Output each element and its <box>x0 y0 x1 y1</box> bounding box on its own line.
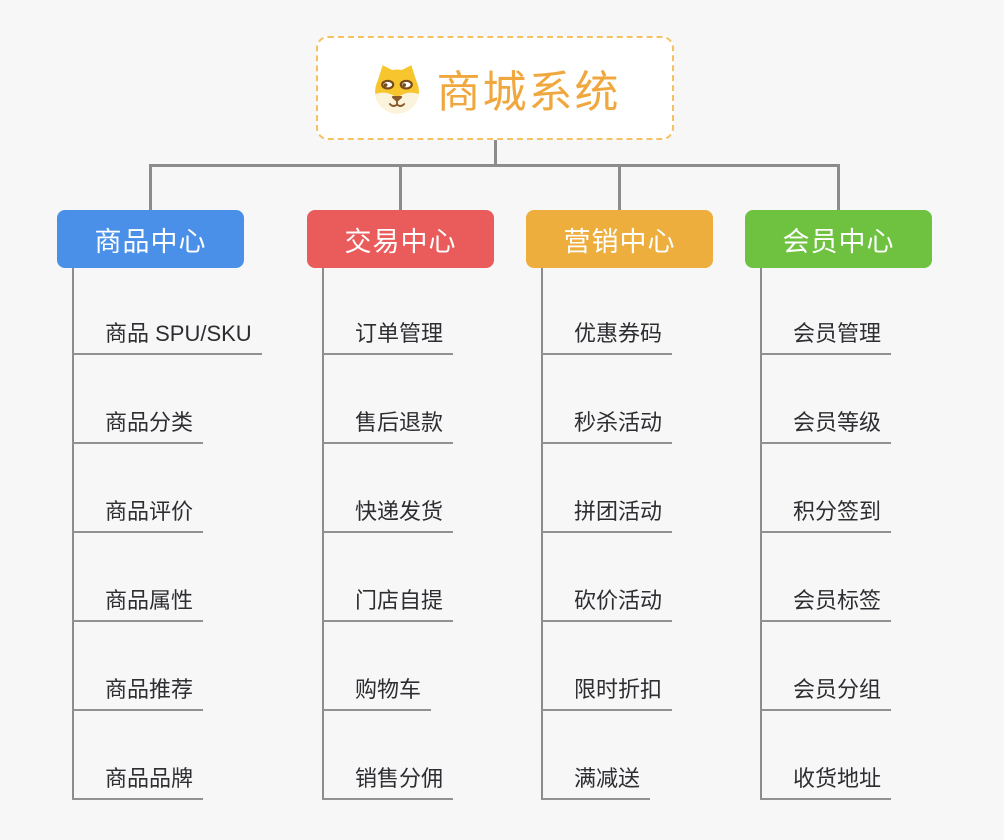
leaf-node-3-3[interactable]: 拼团活动 <box>541 498 673 533</box>
leaf-node-2-5[interactable]: 购物车 <box>322 676 432 711</box>
leaf-node-2-4[interactable]: 门店自提 <box>322 587 454 622</box>
leaf-node-4-4[interactable]: 会员标签 <box>760 587 892 622</box>
leaf-node-2-3[interactable]: 快递发货 <box>322 498 454 533</box>
leaf-node-3-2[interactable]: 秒杀活动 <box>541 409 673 444</box>
root-node[interactable]: 商城系统 <box>316 36 674 140</box>
leaf-node-3-4[interactable]: 砍价活动 <box>541 587 673 622</box>
leaf-node-3-1[interactable]: 优惠券码 <box>541 320 673 355</box>
leaf-node-3-5[interactable]: 限时折扣 <box>541 676 673 711</box>
dog-face-icon <box>374 65 419 114</box>
connector-horizontal-bus <box>149 164 840 167</box>
leaf-node-1-6[interactable]: 商品品牌 <box>72 765 204 800</box>
branch-node-4[interactable]: 会员中心 <box>745 210 932 268</box>
leaf-node-2-1[interactable]: 订单管理 <box>322 320 454 355</box>
leaf-node-4-1[interactable]: 会员管理 <box>760 320 892 355</box>
leaf-node-1-1[interactable]: 商品 SPU/SKU <box>72 320 262 355</box>
connector-trunk-1 <box>72 268 74 800</box>
branch-node-2[interactable]: 交易中心 <box>307 210 494 268</box>
connector-trunk-4 <box>760 268 762 800</box>
root-label: 商城系统 <box>436 68 621 117</box>
branch-node-1[interactable]: 商品中心 <box>57 210 244 268</box>
leaf-node-3-6[interactable]: 满减送 <box>541 765 651 800</box>
connector-trunk-3 <box>541 268 543 800</box>
leaf-node-4-5[interactable]: 会员分组 <box>760 676 892 711</box>
leaf-node-4-2[interactable]: 会员等级 <box>760 409 892 444</box>
leaf-node-2-6[interactable]: 销售分佣 <box>322 765 454 800</box>
connector-trunk-2 <box>322 268 324 800</box>
leaf-node-1-3[interactable]: 商品评价 <box>72 498 204 533</box>
leaf-node-1-2[interactable]: 商品分类 <box>72 409 204 444</box>
connector-branch-drop-4 <box>837 164 840 210</box>
connector-branch-drop-3 <box>618 164 621 210</box>
branch-node-3[interactable]: 营销中心 <box>526 210 713 268</box>
leaf-node-4-3[interactable]: 积分签到 <box>760 498 892 533</box>
leaf-node-2-2[interactable]: 售后退款 <box>322 409 454 444</box>
leaf-node-1-5[interactable]: 商品推荐 <box>72 676 204 711</box>
connector-root-vertical <box>493 140 497 167</box>
connector-branch-drop-2 <box>399 164 402 210</box>
leaf-node-4-6[interactable]: 收货地址 <box>760 765 892 800</box>
leaf-node-1-4[interactable]: 商品属性 <box>72 587 204 622</box>
connector-branch-drop-1 <box>149 164 152 210</box>
